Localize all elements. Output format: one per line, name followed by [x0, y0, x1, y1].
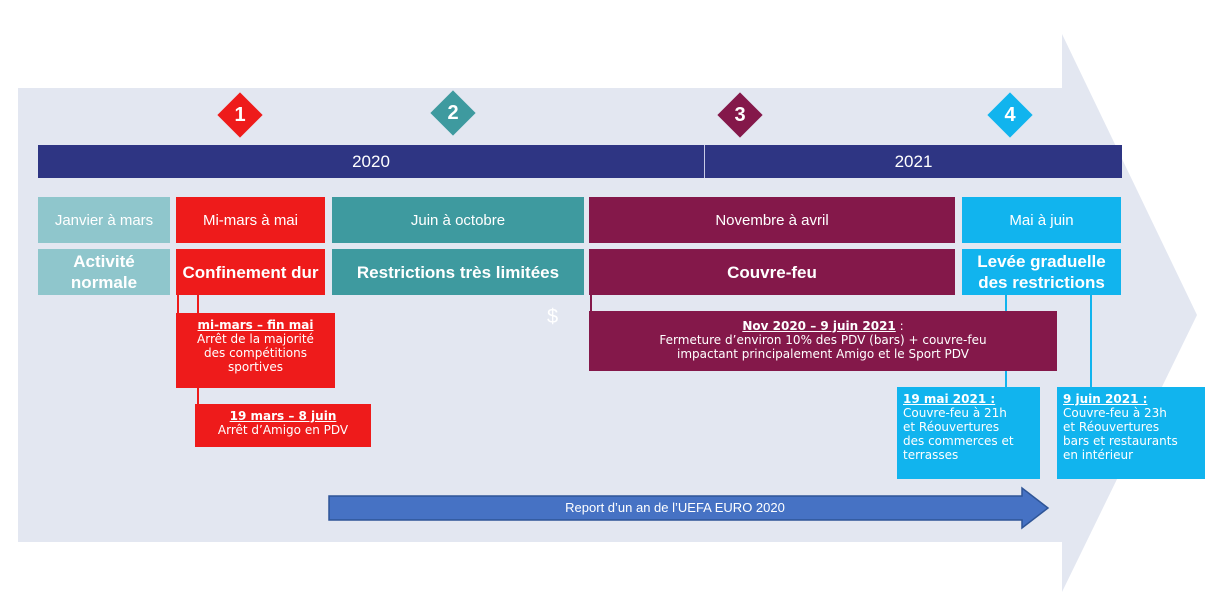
callout-amigo: 19 mars – 8 juin Arrêt d’Amigo en PDV: [195, 404, 371, 447]
callout-competitions-line: sportives: [228, 360, 283, 374]
callout-june-9-date: 9 juin 2021 :: [1063, 392, 1148, 406]
callout-curfew-line: Fermeture d’environ 10% des PDV (bars) +…: [659, 333, 987, 347]
phase-4-title: Couvre-feu: [589, 249, 955, 295]
marker-4-number: 4: [1004, 104, 1016, 126]
callout-curfew-colon: :: [895, 319, 904, 333]
callout-competitions-line: des compétitions: [204, 346, 307, 360]
callout-may-19: 19 mai 2021 : Couvre-feu à 21h et Réouve…: [897, 387, 1040, 479]
callout-curfew: Nov 2020 – 9 juin 2021 : Fermeture d’env…: [589, 311, 1057, 371]
callout-competitions: mi-mars – fin mai Arrêt de la majorité d…: [176, 313, 335, 388]
year-2020-bar: 2020: [38, 145, 704, 178]
year-2021-bar: 2021: [705, 145, 1122, 178]
phase-1-period: Janvier à mars: [38, 197, 170, 243]
callout-june-9-line: en intérieur: [1063, 448, 1134, 462]
connector-line: [1090, 295, 1092, 387]
marker-3-number: 3: [734, 104, 746, 126]
callout-amigo-date: 19 mars – 8 juin: [229, 409, 337, 423]
phase-3-period: Juin à octobre: [332, 197, 584, 243]
callout-competitions-date: mi-mars – fin mai: [197, 318, 314, 332]
connector-line: [177, 295, 179, 313]
uefa-postponement-label: Report d’un an de l’UEFA EURO 2020: [565, 500, 785, 515]
callout-may-19-date: 19 mai 2021 :: [903, 392, 996, 406]
connector-line: [590, 295, 592, 311]
callout-may-19-line: et Réouvertures: [903, 420, 1000, 434]
callout-competitions-line: Arrêt de la majorité: [197, 332, 314, 346]
callout-curfew-date: Nov 2020 – 9 juin 2021: [742, 319, 896, 333]
year-divider: [704, 145, 705, 178]
dollar-symbol: $: [547, 306, 559, 328]
callout-may-19-line: Couvre-feu à 21h: [903, 406, 1007, 420]
callout-june-9-line: Couvre-feu à 23h: [1063, 406, 1167, 420]
callout-june-9: 9 juin 2021 : Couvre-feu à 23h et Réouve…: [1057, 387, 1205, 479]
callout-may-19-line: des commerces et: [903, 434, 1014, 448]
phase-1-title: Activité normale: [38, 249, 170, 295]
phase-5-period: Mai à juin: [962, 197, 1121, 243]
callout-may-19-line: terrasses: [903, 448, 959, 462]
marker-2-number: 2: [447, 102, 459, 124]
phase-2-title: Confinement dur: [176, 249, 325, 295]
callout-curfew-line: impactant principalement Amigo et le Spo…: [676, 347, 970, 361]
marker-1-number: 1: [234, 104, 246, 126]
phase-2-period: Mi-mars à mai: [176, 197, 325, 243]
phase-4-period: Novembre à avril: [589, 197, 955, 243]
callout-june-9-line: et Réouvertures: [1063, 420, 1160, 434]
phase-3-title: Restrictions très limitées: [332, 249, 584, 295]
callout-amigo-line: Arrêt d’Amigo en PDV: [217, 423, 349, 437]
callout-june-9-line: bars et restaurants: [1063, 434, 1178, 448]
phase-5-title: Levée graduelle des restrictions: [962, 249, 1121, 295]
uefa-postponement-arrow: [328, 486, 1050, 530]
